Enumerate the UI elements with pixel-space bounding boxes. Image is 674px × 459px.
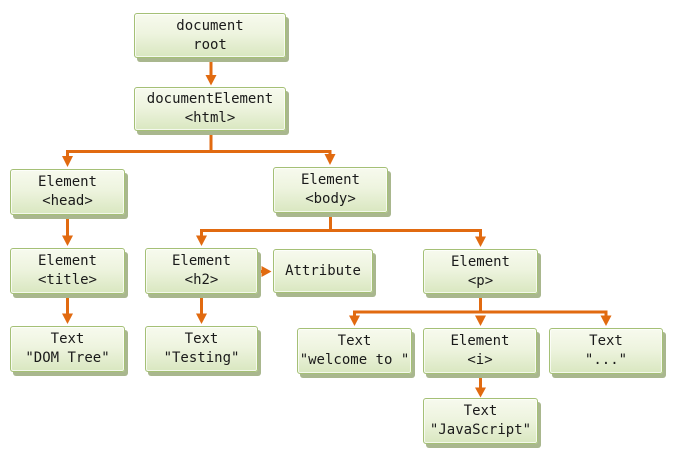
node-text-welcome: Text "welcome to " — [297, 328, 412, 374]
node-attribute: Attribute — [273, 249, 373, 293]
node-label: document — [176, 17, 244, 34]
edge-h2-to-attribute — [258, 266, 272, 277]
node-document-root: document root — [134, 13, 286, 58]
edge-head-to-title — [62, 216, 73, 246]
node-label: Element — [171, 253, 231, 269]
node-label: Text — [463, 403, 498, 419]
node-sublabel: <i> — [467, 352, 493, 368]
node-label: Element — [37, 174, 97, 190]
node-text-dom-tree: Text "DOM Tree" — [10, 326, 125, 372]
node-label: Element — [450, 253, 510, 270]
edge-body-branch — [196, 214, 486, 247]
node-label: documentElement — [146, 91, 274, 107]
node-sublabel: root — [193, 36, 227, 53]
edge-i-to-text — [475, 375, 486, 398]
edge-h2-to-text — [196, 295, 207, 324]
edge-html-branch — [62, 131, 336, 167]
node-sublabel: <p> — [467, 272, 494, 289]
node-element-body: Element <body> — [273, 167, 388, 213]
node-sublabel: "DOM Tree" — [25, 350, 110, 366]
node-label: Text — [337, 333, 372, 349]
node-element-title: Element <title> — [10, 248, 125, 294]
node-sublabel: <title> — [37, 272, 97, 288]
node-sublabel: <head> — [42, 193, 93, 209]
node-label: Element — [450, 333, 510, 349]
node-element-i: Element <i> — [423, 328, 537, 374]
node-sublabel: "..." — [584, 352, 628, 368]
node-document-element: documentElement <html> — [134, 87, 286, 131]
node-sublabel: "welcome to " — [299, 352, 410, 368]
edge-root-to-html — [205, 59, 217, 86]
node-text-ellipsis: Text "..." — [549, 328, 663, 374]
edge-title-to-text — [62, 295, 73, 324]
node-label: Text — [50, 331, 85, 347]
node-element-head: Element <head> — [10, 169, 125, 215]
node-text-javascript: Text "JavaScript" — [423, 398, 538, 444]
node-sublabel: <body> — [305, 191, 356, 207]
node-text-testing: Text "Testing" — [145, 326, 258, 372]
node-label: Element — [37, 253, 97, 269]
edge-p-branch — [349, 294, 612, 326]
node-sublabel: <html> — [184, 110, 236, 126]
node-element-p: Element <p> — [423, 249, 538, 294]
node-sublabel: <h2> — [184, 272, 219, 288]
node-label: Text — [184, 331, 219, 347]
node-label: Text — [589, 333, 623, 349]
node-sublabel: "JavaScript" — [429, 422, 532, 438]
node-label: Element — [300, 172, 360, 188]
node-sublabel: "Testing" — [163, 350, 240, 366]
node-label: Attribute — [285, 262, 361, 279]
node-element-h2: Element <h2> — [145, 248, 258, 294]
